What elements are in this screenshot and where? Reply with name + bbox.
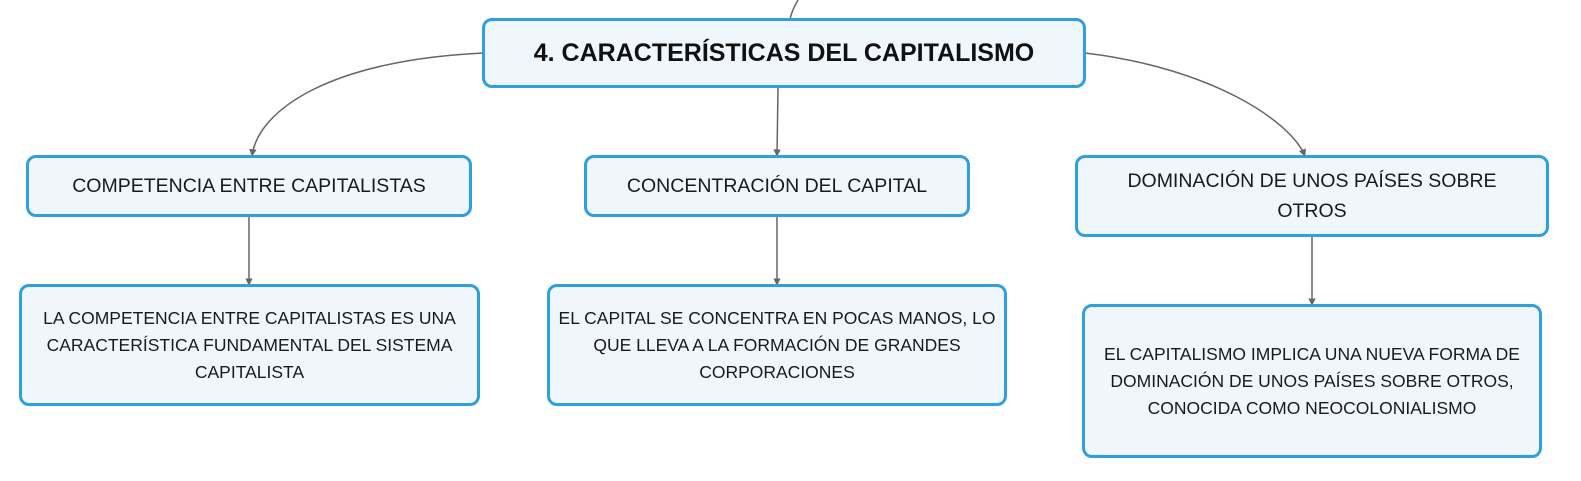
node-detail-concentracion[interactable]: EL CAPITAL SE CONCENTRA EN POCAS MANOS, … [547,284,1007,406]
node-detail-text: EL CAPITAL SE CONCENTRA EN POCAS MANOS, … [558,307,996,382]
root-node[interactable]: 4. CARACTERÍSTICAS DEL CAPITALISMO [482,18,1086,88]
node-detail-text: LA COMPETENCIA ENTRE CAPITALISTAS ES UNA… [43,307,456,382]
node-dominacion-de-unos-paises[interactable]: DOMINACIÓN DE UNOS PAÍSES SOBRE OTROS [1075,155,1549,237]
node-detail-competencia[interactable]: LA COMPETENCIA ENTRE CAPITALISTAS ES UNA… [19,284,480,406]
node-detail-dominacion[interactable]: EL CAPITALISMO IMPLICA UNA NUEVA FORMA D… [1082,304,1542,458]
connector-root-to-competencia [249,52,485,157]
node-competencia-entre-capitalistas[interactable]: COMPETENCIA ENTRE CAPITALISTAS [26,155,472,217]
connector-root-to-concentracion [773,87,781,157]
node-label: DOMINACIÓN DE UNOS PAÍSES SOBRE OTROS [1127,170,1497,222]
node-detail-text: EL CAPITALISMO IMPLICA UNA NUEVA FORMA D… [1104,343,1520,418]
node-concentracion-del-capital[interactable]: CONCENTRACIÓN DEL CAPITAL [584,155,970,217]
connector-root-to-dominacion [1084,52,1306,157]
node-label: COMPETENCIA ENTRE CAPITALISTAS [72,175,426,197]
root-title: 4. CARACTERÍSTICAS DEL CAPITALISMO [533,38,1035,67]
connector-parent-to-root [789,0,799,20]
node-label: CONCENTRACIÓN DEL CAPITAL [626,175,928,197]
